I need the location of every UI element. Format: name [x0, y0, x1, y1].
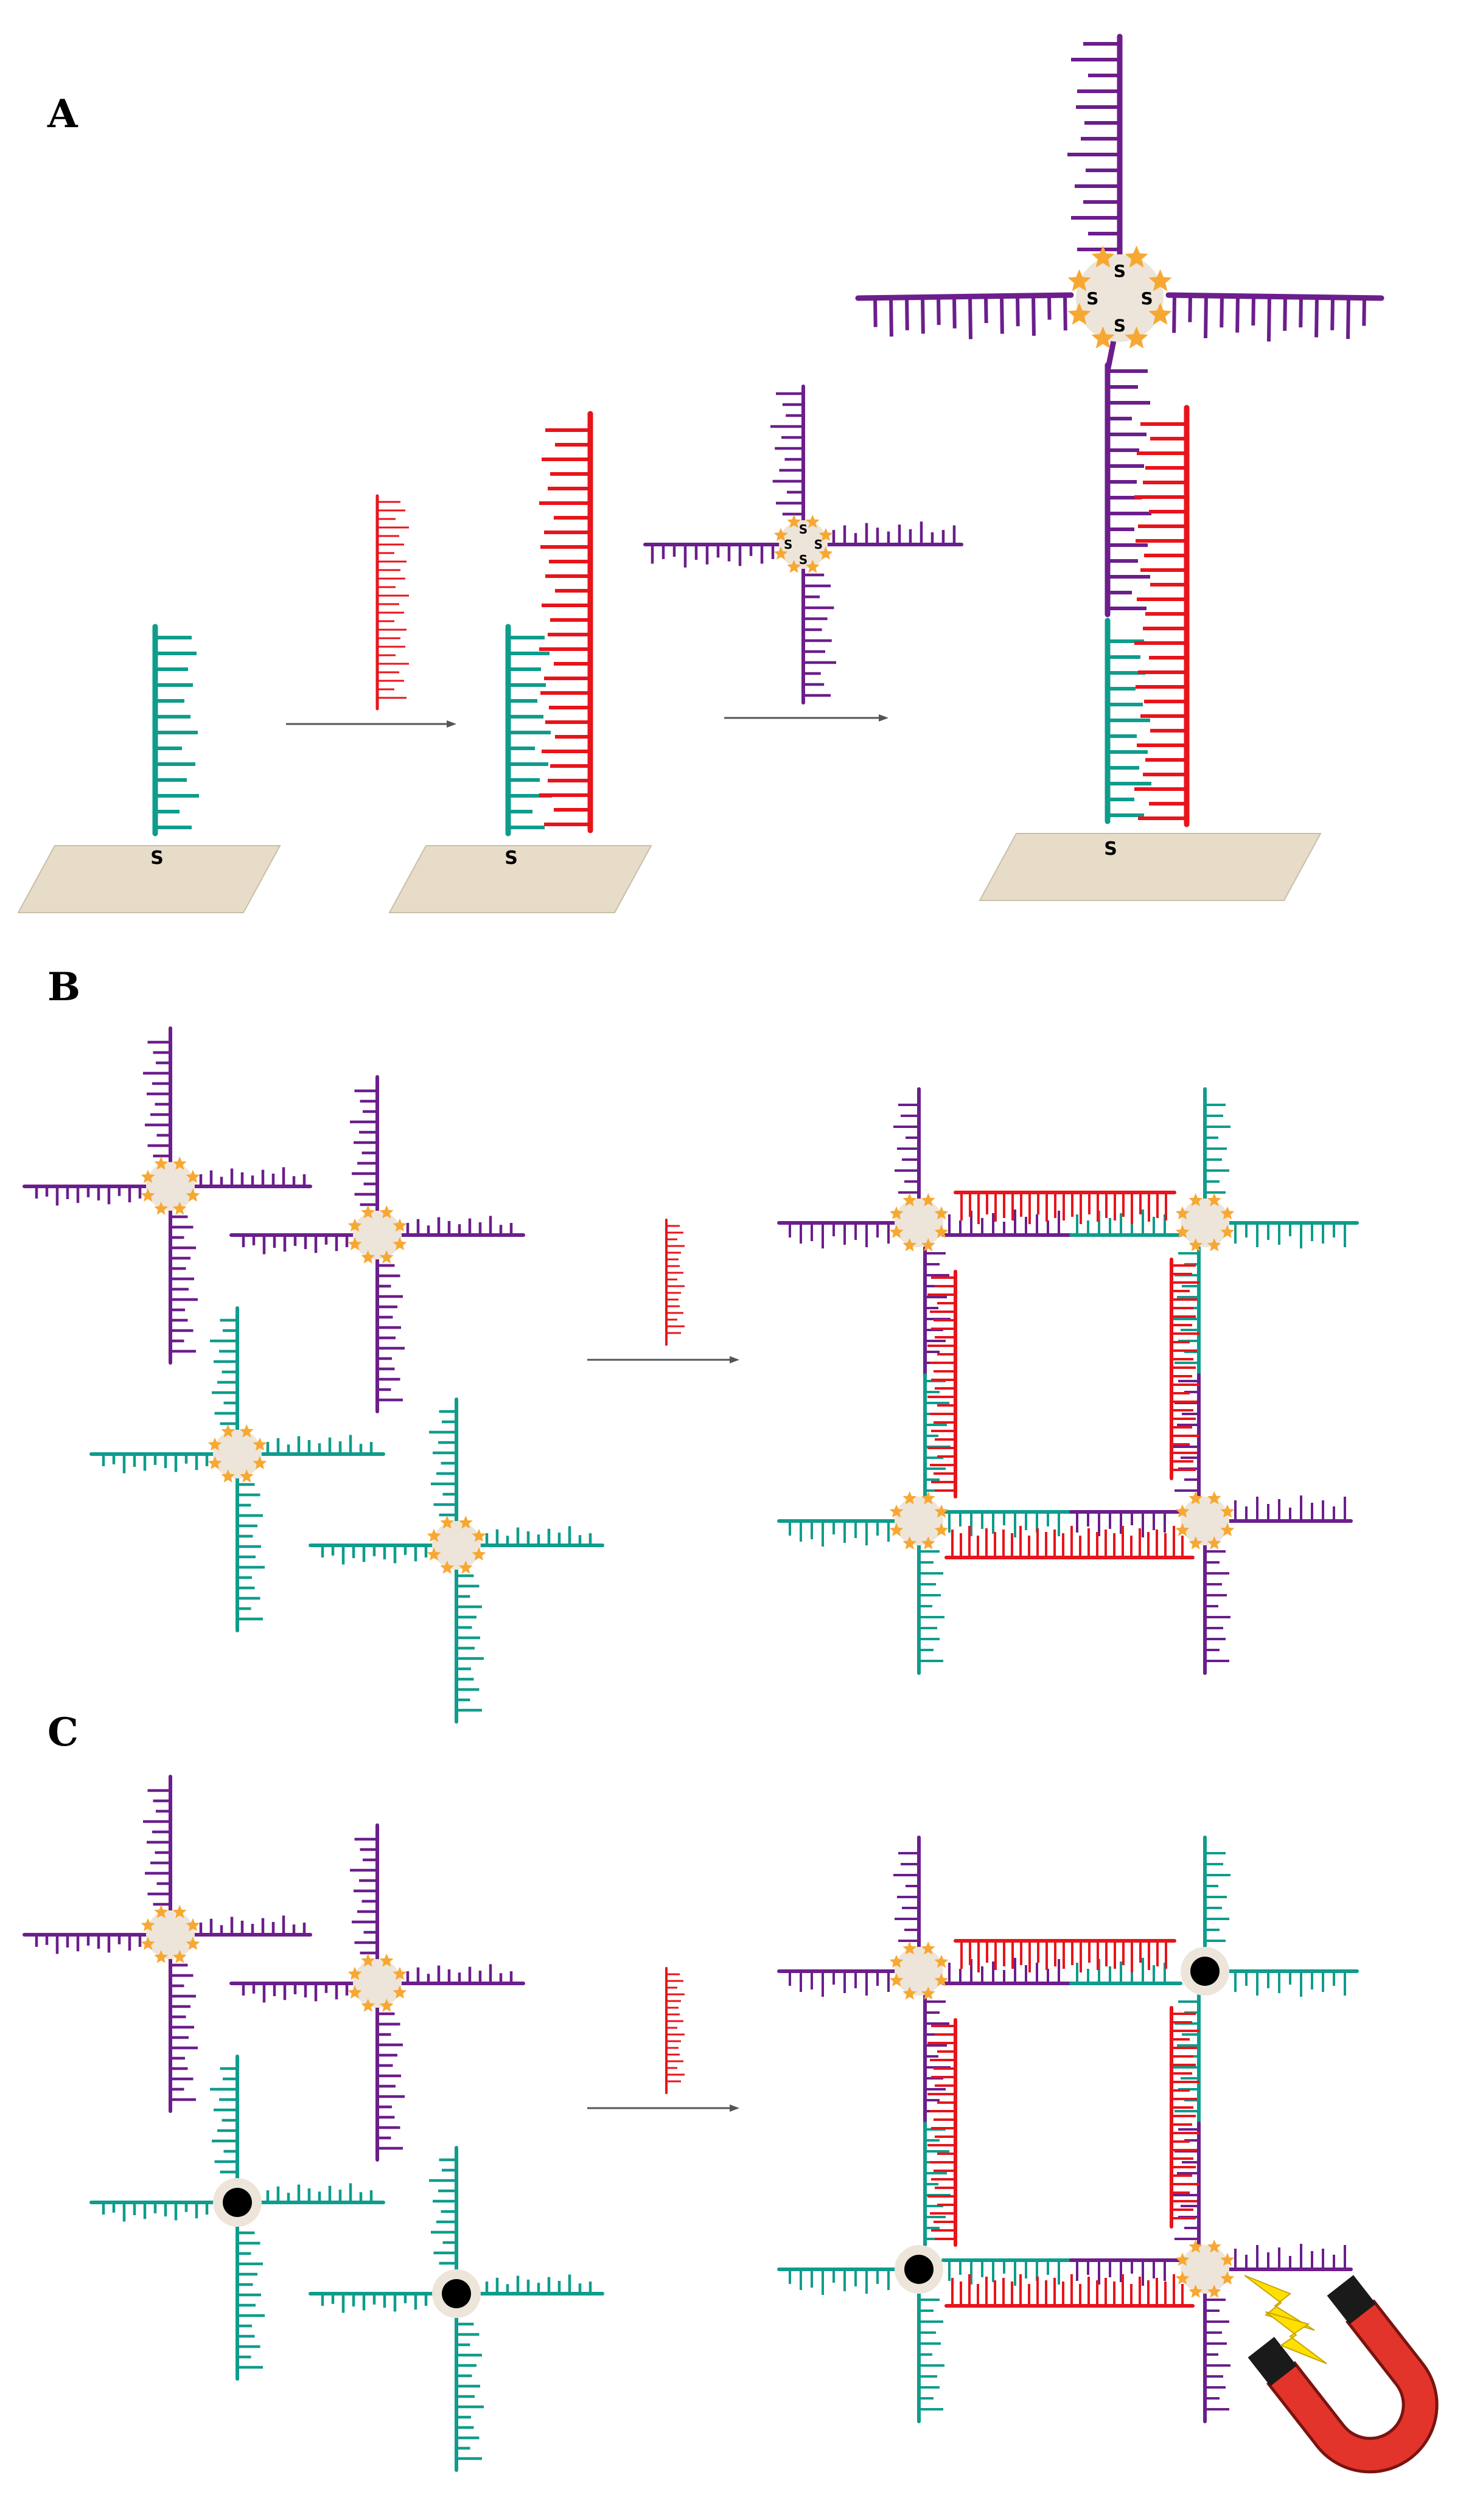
target-strand-a — [375, 494, 409, 711]
surface-1 — [17, 845, 281, 913]
panel-c-assembled-network — [777, 1836, 1359, 2423]
thiol-label: S — [814, 537, 823, 552]
lightning-icon — [1244, 2275, 1327, 2364]
panel-b-probe-1 — [23, 1026, 312, 1365]
panel-c-probe-2 — [229, 1823, 525, 2162]
panel-b-probe-2 — [229, 1075, 525, 1413]
panel-c-target-strand — [665, 1967, 685, 2094]
arrow-a1 — [286, 720, 456, 728]
panel-b-probe-3 — [89, 1306, 385, 1632]
panel-c-label: C — [47, 1710, 79, 1755]
panel-c-arrow — [587, 2104, 739, 2112]
thiol-label: S — [1114, 261, 1126, 281]
panel-a-label: A — [47, 91, 78, 137]
panel-c-probe-4 — [309, 2146, 604, 2472]
thiol-label: S — [504, 848, 518, 869]
capture-probe-1: S — [150, 624, 199, 869]
thiol-label: S — [799, 522, 808, 537]
magnet-icon — [1248, 2275, 1439, 2474]
hybrid-step-2: S — [504, 411, 593, 869]
panel-c-probe-1 — [23, 1775, 312, 2113]
thiol-label: S — [1114, 315, 1126, 335]
panel-b-probe-4 — [309, 1397, 604, 1724]
panel-b-assembled-network — [777, 1087, 1359, 1675]
surface-3 — [979, 833, 1322, 901]
thiol-label: S — [1141, 288, 1153, 308]
thiol-label: S — [1104, 838, 1117, 860]
panel-b-arrow — [587, 1356, 739, 1363]
arrow-a2 — [724, 714, 888, 722]
panel-b-target-strand — [665, 1219, 685, 1346]
thiol-label: S — [150, 848, 164, 869]
surface-2 — [388, 845, 652, 913]
panel-b-label: B — [47, 964, 81, 1010]
thiol-label: S — [1086, 288, 1098, 308]
panel-c-probe-3 — [89, 2055, 385, 2381]
thiol-label: S — [799, 552, 808, 567]
thiol-label: S — [784, 537, 792, 552]
